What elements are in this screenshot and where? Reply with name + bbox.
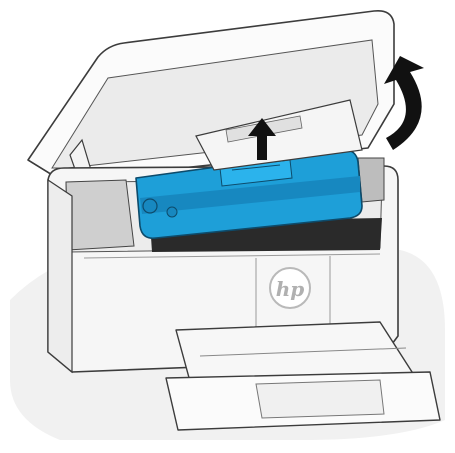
hp-logo: hp [270, 268, 310, 308]
hp-logo-text: hp [276, 277, 305, 301]
